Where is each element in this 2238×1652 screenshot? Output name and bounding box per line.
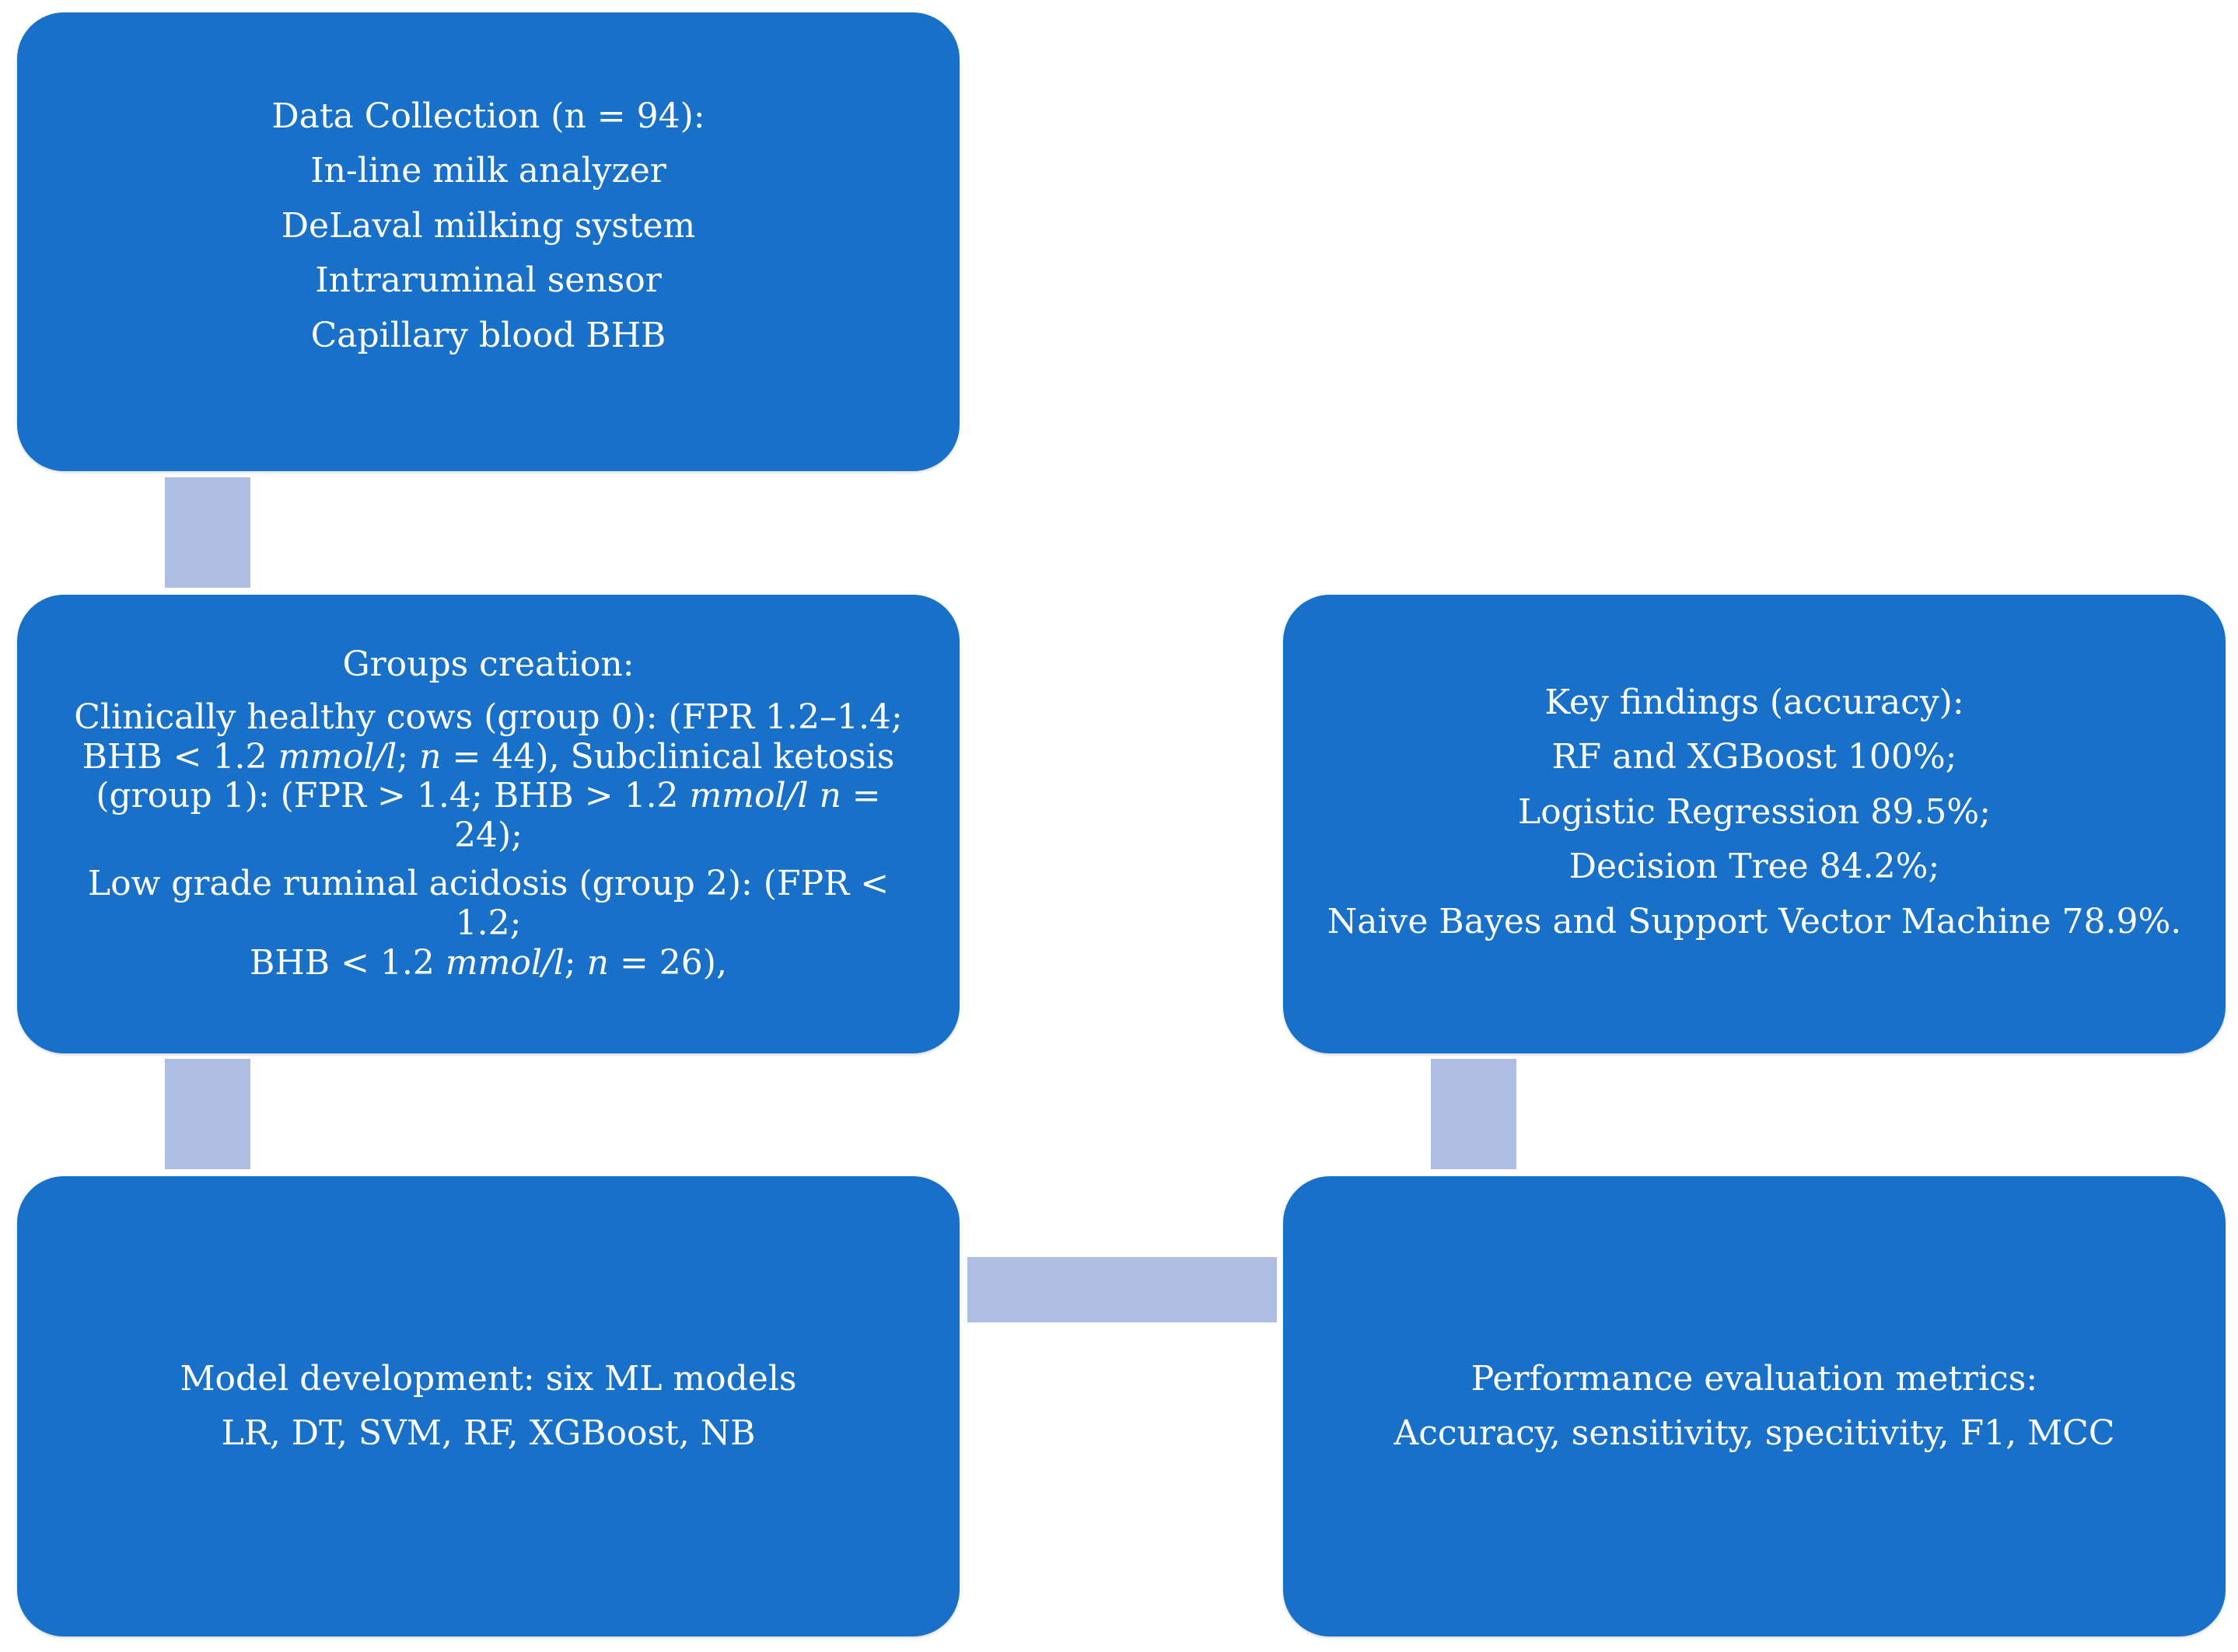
model-title: Model development: six ML models <box>180 1358 797 1399</box>
groups-n: n <box>819 776 841 816</box>
groups-text: BHB < 1.2 <box>82 736 278 777</box>
groups-text: = 26), <box>608 942 727 983</box>
groups-text: (group 1): (FPR > 1.4; BHB > 1.2 <box>96 776 690 816</box>
connector-groups-to-model <box>165 1059 250 1169</box>
groups-text: Low grade ruminal acidosis (group 2): (F… <box>87 864 890 944</box>
model-list: LR, DT, SVM, RF, XGBoost, NB <box>221 1413 756 1453</box>
model-development-box: Model development: six ML models LR, DT,… <box>17 1176 960 1636</box>
groups-text: ; <box>397 736 420 777</box>
groups-text: BHB < 1.2 <box>250 942 446 983</box>
key-findings-box: Key findings (accuracy): RF and XGBoost … <box>1283 595 2226 1053</box>
key-findings-title: Key findings (accuracy): <box>1544 683 1964 723</box>
performance-title: Performance evaluation metrics: <box>1470 1358 2038 1399</box>
groups-description-acidosis: Low grade ruminal acidosis (group 2): (F… <box>64 864 913 983</box>
performance-metrics: Accuracy, sensitivity, specitivity, F1, … <box>1394 1413 2115 1453</box>
data-collection-item: In-line milk analyzer <box>310 151 666 191</box>
key-finding-item: Logistic Regression 89.5%; <box>1518 791 1991 832</box>
data-collection-item: Capillary blood BHB <box>310 315 666 355</box>
groups-unit: mmol/l <box>689 776 809 816</box>
groups-unit: mmol/l <box>445 942 565 983</box>
groups-title: Groups creation: <box>342 644 635 684</box>
groups-description-healthy-ketosis: Clinically healthy cows (group 0): (FPR … <box>64 697 913 855</box>
key-finding-item: Naive Bayes and Support Vector Machine 7… <box>1327 901 2182 941</box>
groups-text: = 24); <box>454 776 881 855</box>
groups-text: ; <box>564 942 587 983</box>
groups-creation-box: Groups creation: Clinically healthy cows… <box>17 595 960 1053</box>
connector-model-to-performance <box>967 1257 1277 1322</box>
data-collection-title: Data Collection (n = 94): <box>271 96 705 137</box>
connector-data-to-groups <box>165 477 250 588</box>
key-finding-item: RF and XGBoost 100%; <box>1551 737 1957 777</box>
groups-text: = 44), Subclinical ketosis <box>441 736 895 777</box>
key-finding-item: Decision Tree 84.2%; <box>1568 847 1940 887</box>
data-collection-item: DeLaval milking system <box>281 205 696 246</box>
groups-text <box>808 776 819 816</box>
data-collection-box: Data Collection (n = 94): In-line milk a… <box>17 12 960 471</box>
groups-text: Clinically healthy cows (group 0): (FPR … <box>74 697 903 738</box>
groups-n: n <box>419 736 442 777</box>
performance-evaluation-box: Performance evaluation metrics: Accuracy… <box>1283 1176 2226 1636</box>
connector-performance-to-findings <box>1431 1059 1516 1169</box>
groups-n: n <box>586 942 609 983</box>
groups-unit: mmol/l <box>278 736 397 777</box>
data-collection-item: Intraruminal sensor <box>315 260 662 301</box>
